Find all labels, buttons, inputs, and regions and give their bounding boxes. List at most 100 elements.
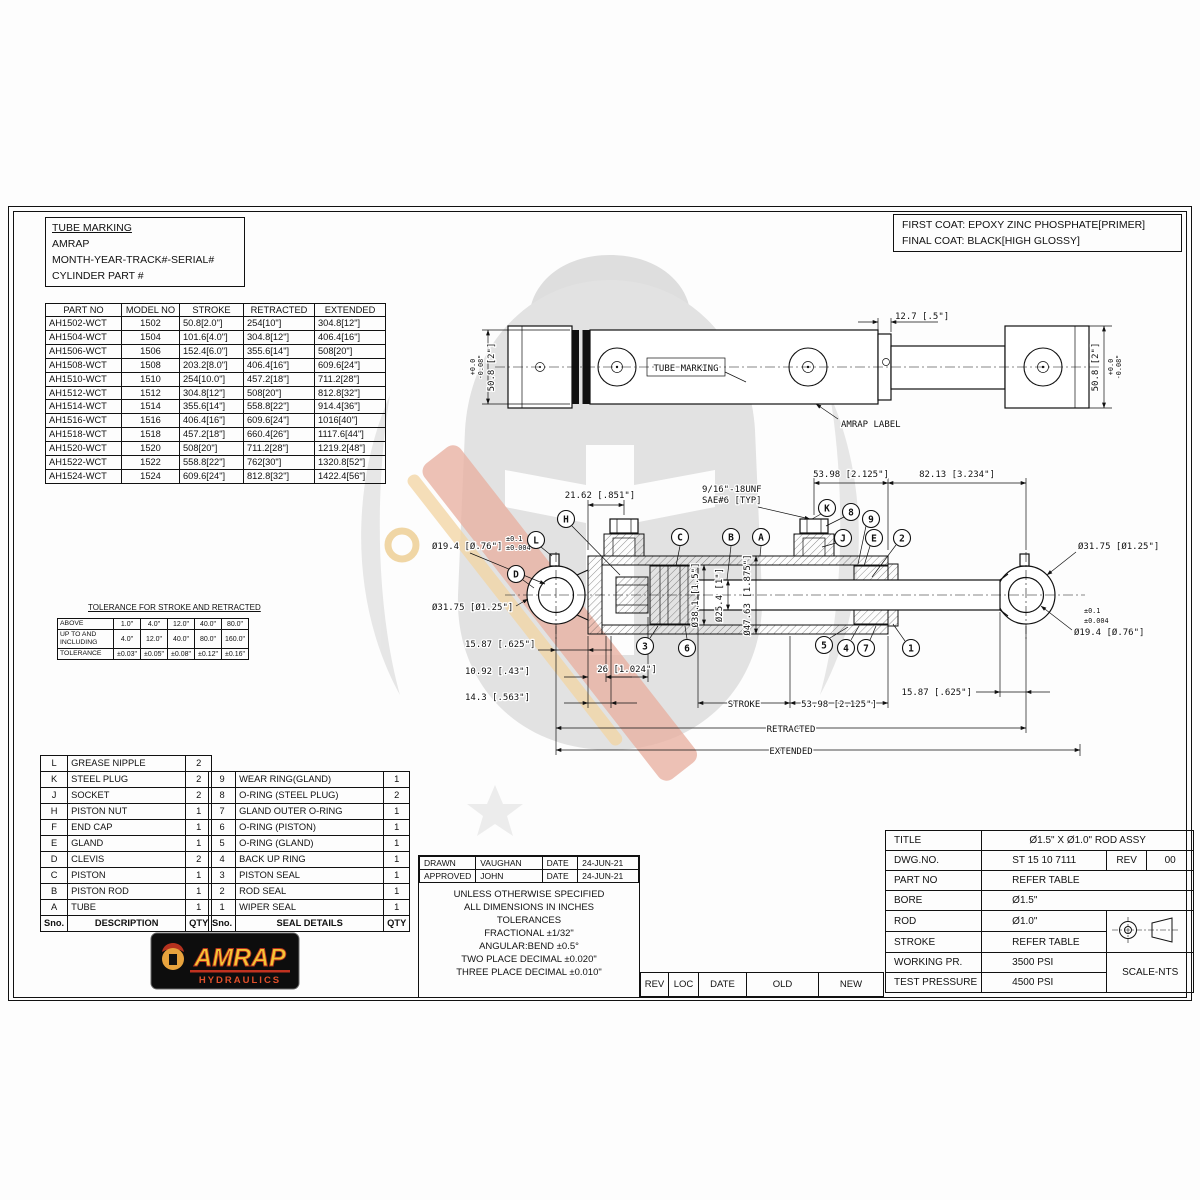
dim-rod-to-pin: 15.87 [.625"]	[900, 687, 1050, 699]
dim-tube-od: Ø47.63 [1.875"]	[741, 553, 758, 637]
coating-note-box: FIRST COAT: EPOXY ZINC PHOSPHATE[PRIMER]…	[893, 214, 1182, 252]
tube-marking-line: MONTH-YEAR-TRACK#-SERIAL#	[52, 254, 215, 266]
dim-pin-to-cap: 15.87 [.625"]	[464, 639, 612, 652]
title-block: TITLE Ø1.5" X Ø1.0" ROD ASSY DWG.NO. ST …	[884, 830, 1195, 993]
stroke-row: STROKE REFER TABLE	[884, 931, 1194, 953]
note-line: THREE PLACE DECIMAL ±0.010"	[456, 967, 602, 978]
note-line: ANGULAR:BEND ±0.5°	[479, 941, 579, 952]
dim-clevis-diameter-left: Ø31.75 [Ø1.25"]	[431, 598, 529, 614]
table-row: ABOVE 1.0"4.0"12.0"40.0"80.0"	[57, 618, 249, 630]
rod-row: ROD Ø1.0"	[884, 910, 1195, 953]
projection-symbol	[1106, 910, 1195, 953]
revision-strip: REV LOC DATE OLD NEW	[640, 972, 884, 997]
dim-label: 15.87 [.625"]	[465, 640, 535, 650]
dim-label: 10.92 [.43"]	[465, 667, 530, 677]
amrap-label-callout: AMRAP LABEL	[815, 403, 902, 431]
svg-text:L: L	[533, 536, 539, 547]
part-no-row: PART NO REFER TABLE	[884, 870, 1195, 891]
final-coat-note: FINAL COAT: BLACK[HIGH GLOSSY]	[902, 235, 1080, 247]
balloon-D: D	[506, 564, 535, 589]
svg-text:J: J	[840, 534, 846, 545]
scale-note: SCALE-NTS	[1106, 952, 1195, 993]
general-notes-block: DRAWN VAUGHAN DATE 24-JUN-21 APPROVED JO…	[418, 855, 640, 998]
approval-table: DRAWN VAUGHAN DATE 24-JUN-21 APPROVED JO…	[418, 856, 639, 883]
title-row: TITLE Ø1.5" X Ø1.0" ROD ASSY	[884, 830, 1195, 851]
table-row: TOLERANCE ±0.03"±0.05"±0.08"±0.12"±0.16"	[57, 648, 249, 660]
dim-label: Ø38.1 [1.5"]	[690, 562, 701, 627]
tube-marking-line: CYLINDER PART #	[52, 270, 144, 282]
note-line: UNLESS OTHERWISE SPECIFIED	[453, 889, 605, 900]
dim-tolerance: ±0.1	[1084, 607, 1100, 615]
balloon-4: 4	[836, 625, 860, 658]
revision-value: 00	[1146, 850, 1195, 871]
balloon-A: A	[751, 527, 771, 557]
dim-label: Ø47.63 [1.875"]	[742, 554, 753, 635]
dim-tolerance: -0.08"	[477, 355, 485, 380]
dim-stroke: STROKE	[697, 699, 791, 711]
amrap-label-text: AMRAP LABEL	[841, 420, 901, 430]
first-coat-note: FIRST COAT: EPOXY ZINC PHOSPHATE[PRIMER]	[902, 219, 1146, 231]
tube-marking-title: TUBE MARKING	[52, 222, 132, 234]
logo-wordmark: AMRAP	[193, 944, 286, 972]
dim-nut-width: 26 [1.024"]	[596, 664, 658, 679]
balloon-8: 8	[825, 502, 861, 527]
balloon-5: 5	[814, 626, 849, 655]
drawing-title: Ø1.5" X Ø1.0" ROD ASSY	[981, 830, 1195, 851]
svg-text:7: 7	[863, 644, 869, 655]
dim-pin-diameter-right: ±0.1 ±0.004 Ø19.4 [Ø.76"]	[1040, 605, 1146, 639]
note-line: TWO PLACE DECIMAL ±0.020"	[461, 954, 597, 965]
table-row: UP TO AND INCLUDING 4.0"12.0"40.0"80.0"1…	[57, 629, 249, 649]
dim-label: Ø19.4 [Ø.76"]	[1074, 627, 1144, 638]
balloon-3: 3	[635, 625, 659, 656]
svg-text:B: B	[728, 533, 734, 544]
dim-label: 21.62 [.851"]	[565, 491, 635, 501]
dwg-no-row: DWG.NO. ST 15 10 7111 REV 00	[884, 850, 1195, 871]
dim-clevis-diameter-right: Ø31.75 [Ø1.25"]	[1046, 540, 1161, 576]
amrap-logo: AMRAP HYDRAULICS	[150, 932, 300, 990]
dim-label: 53.98 [2.125"]	[801, 700, 877, 710]
dim-tube-od-left: 50.8 [2"] +0.0 -0.08"	[468, 329, 570, 405]
cylinder-section-view: 21.62 [.851"] 9/16"-18UNF SAE#6 [TYP] 53…	[431, 469, 1161, 759]
dim-label: Ø25.4 [1"]	[714, 568, 725, 622]
svg-text:K: K	[824, 504, 830, 515]
svg-text:2: 2	[899, 534, 905, 545]
logo-subtitle: HYDRAULICS	[199, 975, 281, 986]
drawing-number: ST 15 10 7111	[981, 850, 1108, 871]
stroke-tolerance-table: ABOVE 1.0"4.0"12.0"40.0"80.0" UP TO AND …	[57, 618, 249, 660]
extended-dim-label: EXTENDED	[769, 747, 812, 757]
dim-rod-diameter: Ø25.4 [1"]	[713, 567, 730, 623]
balloon-J: J	[821, 528, 853, 548]
dim-label: 82.13 [3.234"]	[919, 470, 995, 480]
stroke-dim-label: STROKE	[728, 700, 761, 710]
port-thread-note: 9/16"-18UNF SAE#6 [TYP]	[701, 484, 811, 520]
dim-label: Ø31.75 [Ø1.25"]	[1078, 541, 1159, 552]
balloon-1: 1	[892, 623, 921, 658]
balloon-6: 6	[677, 625, 697, 658]
assembly-drawing: TUBE MARKING AMRAP LABEL 12.7 [.5"] 50.8…	[431, 311, 1161, 759]
dim-extended: EXTENDED	[555, 744, 1081, 758]
test-pressure-row: TEST PRESSURE 4500 PSI	[884, 972, 1194, 993]
balloon-9: 9	[857, 509, 881, 565]
svg-text:6: 6	[684, 644, 690, 655]
revision-header-row: REV LOC DATE OLD NEW	[640, 972, 884, 997]
dim-gland-to-port: 53.98 [2.125"]	[812, 469, 890, 550]
svg-text:D: D	[513, 570, 519, 581]
dim-cap-to-nut: 14.3 [.563"]	[464, 692, 637, 705]
